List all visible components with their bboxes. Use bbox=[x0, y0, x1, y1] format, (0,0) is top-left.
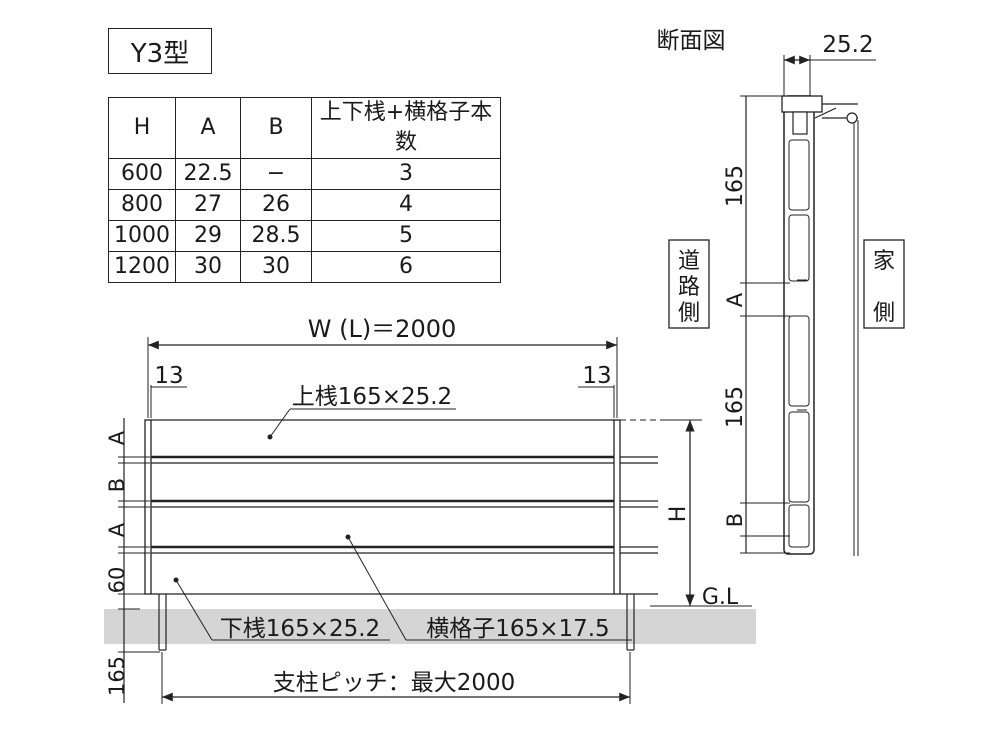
header-b: B bbox=[240, 97, 312, 159]
leader-dot bbox=[267, 434, 273, 440]
table-row: 800 27 26 4 bbox=[108, 189, 501, 221]
road-side-box bbox=[668, 239, 710, 329]
dim-b-label: B bbox=[105, 478, 129, 492]
model-label: Y3型 bbox=[108, 28, 212, 74]
road-char: 路 bbox=[678, 275, 700, 300]
leader-dot bbox=[173, 577, 179, 583]
spec-table: H A B 上下桟+横格子本数 600 22.5 − 3 800 27 26 4… bbox=[108, 97, 501, 283]
post-pitch-label: 支柱ピッチ：最大2000 bbox=[273, 670, 516, 696]
dim-a1-label: A bbox=[105, 430, 129, 445]
cell-h: 1200 bbox=[108, 251, 176, 283]
dim-165-top-label: 165 bbox=[723, 165, 748, 207]
cell-a: 30 bbox=[175, 251, 241, 283]
top-rail-label: 上桟165×25.2 bbox=[292, 384, 452, 410]
house-char: 側 bbox=[873, 301, 895, 326]
cell-count: 3 bbox=[311, 158, 501, 190]
cell-h: 800 bbox=[108, 189, 176, 221]
louver-label: 横格子165×17.5 bbox=[426, 616, 609, 642]
section-view bbox=[668, 55, 905, 556]
table-row: 1200 30 30 6 bbox=[108, 251, 501, 283]
height-label: H bbox=[666, 506, 691, 523]
right-post bbox=[613, 419, 621, 595]
left-offset-label: 13 bbox=[154, 363, 183, 389]
bottom-rail-label: 下桟165×25.2 bbox=[220, 616, 380, 642]
cell-count: 6 bbox=[311, 251, 501, 283]
dim-a-label: A bbox=[723, 292, 747, 307]
cell-b: 26 bbox=[240, 189, 312, 221]
width-label: W (L)＝2000 bbox=[308, 315, 457, 343]
header-count: 上下桟+横格子本数 bbox=[311, 97, 501, 159]
dim-60-label: 60 bbox=[105, 567, 129, 594]
depth-label: 25.2 bbox=[822, 32, 873, 58]
dim-165-label: 165 bbox=[105, 656, 129, 696]
table-row: 1000 29 28.5 5 bbox=[108, 220, 501, 252]
ground-band bbox=[104, 609, 756, 644]
section-title: 断面図 bbox=[657, 28, 726, 54]
ground-label: G.L bbox=[702, 585, 739, 610]
cell-count: 4 bbox=[311, 189, 501, 221]
house-side-box bbox=[863, 239, 905, 329]
cell-h: 1000 bbox=[108, 220, 176, 252]
cell-a: 22.5 bbox=[175, 158, 241, 190]
table-header-row: H A B 上下桟+横格子本数 bbox=[108, 97, 501, 159]
road-char: 側 bbox=[678, 301, 700, 326]
house-char: 家 bbox=[873, 249, 895, 274]
cell-h: 600 bbox=[108, 158, 176, 190]
dim-a2-label: A bbox=[105, 522, 129, 537]
dim-b-label: B bbox=[723, 513, 747, 527]
right-offset-label: 13 bbox=[582, 363, 611, 389]
cell-b: 28.5 bbox=[240, 220, 312, 252]
front-elevation bbox=[118, 337, 752, 704]
cell-a: 27 bbox=[175, 189, 241, 221]
leader-dot bbox=[345, 534, 351, 540]
dim-165-mid-label: 165 bbox=[723, 386, 748, 428]
road-char: 道 bbox=[678, 249, 700, 274]
cell-a: 29 bbox=[175, 220, 241, 252]
